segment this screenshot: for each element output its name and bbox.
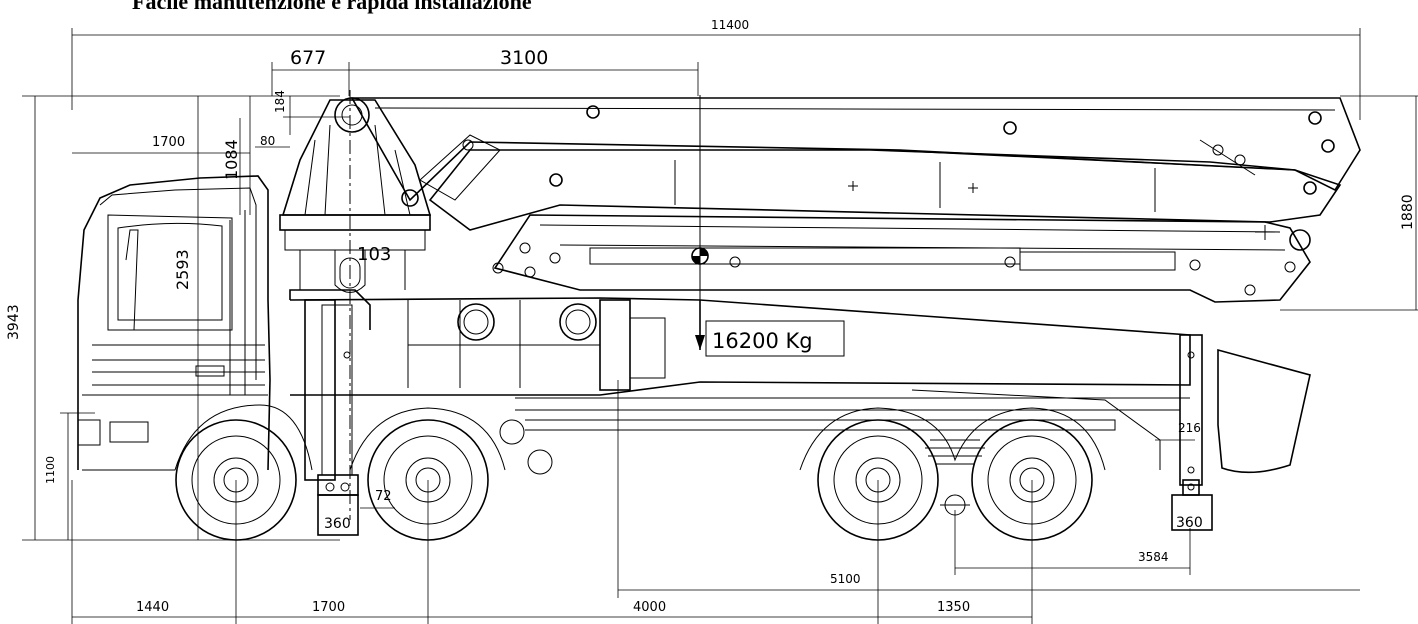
dim-boom-height: 1880 bbox=[1400, 194, 1416, 230]
dim-pivot-width: 103 bbox=[357, 244, 391, 265]
dim-wheelbase-front: 1700 bbox=[312, 600, 345, 615]
dim-cab-to-turret: 1700 bbox=[152, 135, 185, 150]
dim-overall-height: 3943 bbox=[6, 304, 22, 340]
dim-turret-gap: 80 bbox=[260, 134, 275, 148]
wheels bbox=[175, 407, 1106, 541]
boom bbox=[350, 95, 1361, 303]
turret bbox=[279, 90, 432, 520]
dim-turret-offset: 677 bbox=[290, 47, 326, 69]
dim-cab-height: 2593 bbox=[173, 249, 192, 290]
chassis bbox=[289, 297, 1191, 475]
dim-turret-height: 1084 bbox=[222, 139, 241, 180]
rear-outrigger bbox=[1171, 334, 1311, 531]
dim-rear-pad: 360 bbox=[1176, 515, 1203, 531]
dim-outrigger-offset: 72 bbox=[375, 489, 392, 504]
dim-rear-outrigger-span: 3584 bbox=[1138, 550, 1169, 564]
truck-cab bbox=[77, 175, 313, 471]
dim-chassis-height: 1100 bbox=[44, 456, 57, 484]
dim-front-overhang: 1440 bbox=[136, 600, 169, 615]
dim-wheelbase-rear: 1350 bbox=[937, 600, 970, 615]
dim-turret-top-small: 184 bbox=[273, 90, 287, 113]
front-outrigger bbox=[289, 289, 371, 536]
weight-label: 16200 Kg bbox=[712, 329, 813, 353]
dim-front-pad: 360 bbox=[324, 516, 351, 532]
weight-label-box bbox=[695, 300, 845, 357]
dim-overall-length: 11400 bbox=[711, 18, 749, 32]
dim-outrigger-span: 5100 bbox=[830, 572, 861, 586]
dim-rear-clearance: 216 bbox=[1178, 421, 1201, 435]
dim-boom-section: 3100 bbox=[500, 47, 548, 69]
dimension-lines bbox=[22, 28, 1418, 624]
dimension-texts: 11400 677 3100 184 1700 1084 80 3943 259… bbox=[6, 18, 1416, 615]
dim-wheelbase-mid: 4000 bbox=[633, 600, 666, 615]
page-title: Facile manutenzione e rapida installazio… bbox=[132, 0, 532, 14]
